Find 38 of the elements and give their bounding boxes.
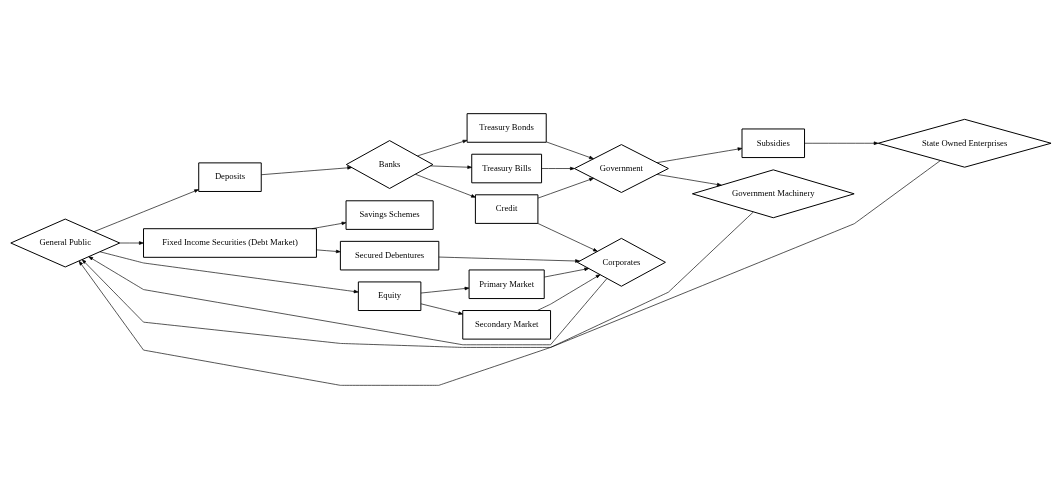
- node-box: Savings Schemes: [345, 199, 434, 230]
- arrow: [537, 273, 601, 311]
- node-box: Primary Market: [468, 268, 545, 299]
- node-diamond: State Owned Enterprises: [877, 118, 1052, 168]
- arrow: [546, 141, 594, 159]
- arrow: [99, 250, 359, 293]
- arrow: [316, 249, 341, 253]
- node-diamond: Government Machinery: [691, 168, 855, 218]
- arrow: [537, 222, 598, 252]
- node-box: Secondary Market: [462, 309, 552, 340]
- arrow: [81, 159, 941, 348]
- arrow: [88, 255, 608, 345]
- arrow: [438, 256, 580, 263]
- node-box: Equity: [357, 280, 422, 311]
- arrow: [415, 173, 476, 198]
- arrow: [537, 177, 594, 198]
- node-box: Subsidies: [741, 127, 806, 158]
- node-box: Secured Debentures: [339, 240, 440, 270]
- arrow: [541, 166, 575, 170]
- arrow: [430, 164, 472, 169]
- node-diamond: Government: [573, 143, 669, 193]
- node-box: Fixed Income Securities (Debt Market): [143, 227, 317, 258]
- arrow: [261, 165, 352, 175]
- node-box: Treasury Bills: [471, 153, 543, 183]
- arrow: [656, 173, 722, 186]
- node-box: Deposits: [198, 161, 262, 192]
- arrow: [544, 267, 589, 277]
- arrow: [311, 221, 347, 229]
- arrow: [804, 141, 879, 145]
- arrow: [420, 302, 464, 315]
- arrow: [420, 286, 470, 293]
- arrow: [78, 211, 754, 386]
- arrow: [119, 240, 144, 245]
- node-box: Treasury Bonds: [466, 112, 547, 143]
- arrow: [93, 188, 199, 232]
- node-box: Credit: [474, 193, 539, 224]
- arrow: [417, 139, 468, 156]
- arrow: [656, 146, 743, 163]
